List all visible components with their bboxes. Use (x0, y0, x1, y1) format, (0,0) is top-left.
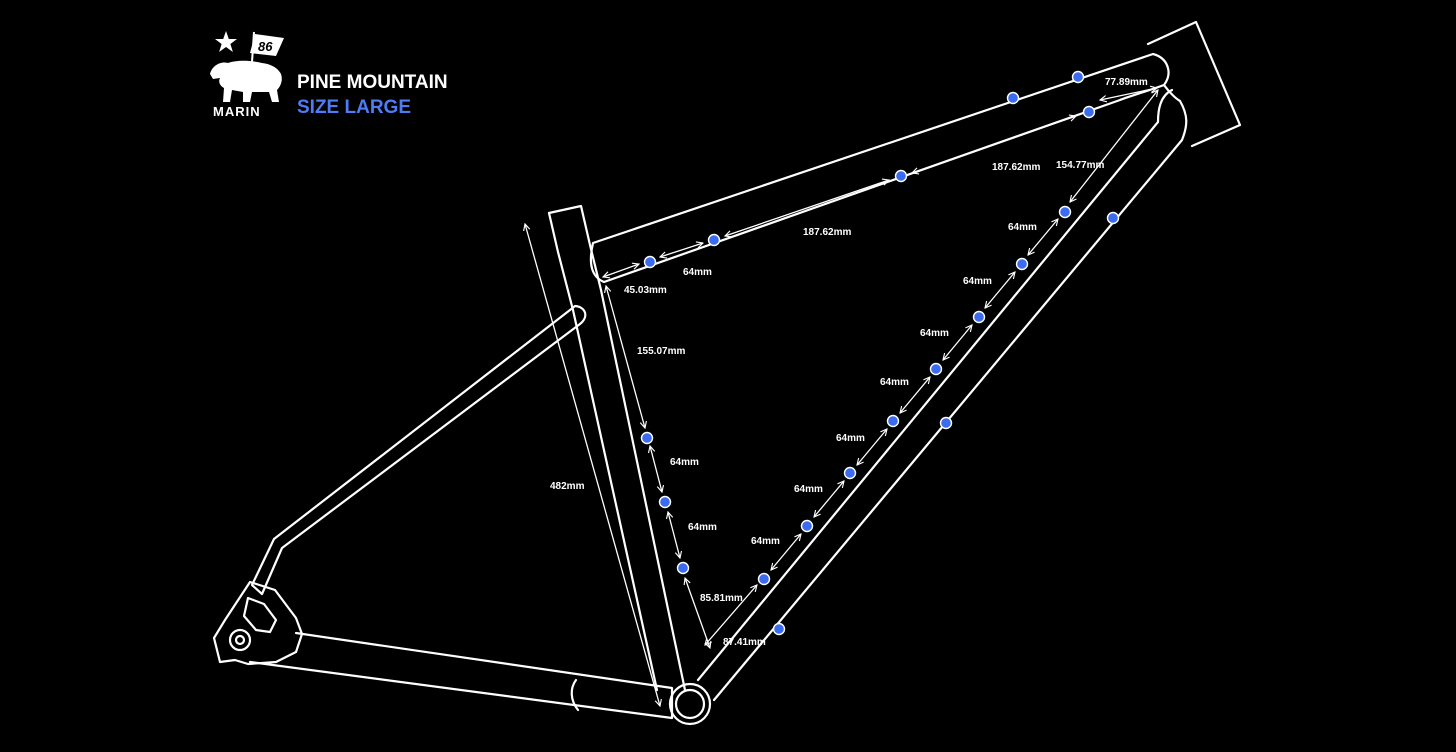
model-name: PINE MOUNTAIN (297, 72, 448, 93)
dropout-axle-hole (228, 628, 252, 652)
mount-point (800, 519, 814, 533)
bottom-bracket-shell (668, 682, 712, 726)
down-tube-inner (696, 88, 1174, 682)
arrow-down-tube-top (1070, 90, 1158, 202)
bottom-bracket-inner (674, 688, 706, 720)
label-down-tube-spacing-4: 64mm (880, 377, 909, 388)
label-seat-tube-spacing-1: 64mm (670, 457, 699, 468)
head-tube (1146, 20, 1242, 148)
mount-point (1071, 70, 1085, 84)
mount-point (894, 169, 908, 183)
logo-wordmark: MARIN (213, 104, 261, 119)
mount-point (1058, 205, 1072, 219)
label-top-tube-outer: 77.89mm (1105, 77, 1148, 88)
arrow-down-tube-bottom (705, 585, 757, 645)
arrow-down-tube-spacing-6 (814, 481, 844, 517)
marin-logo: 86 MARIN (210, 31, 284, 119)
arrow-down-tube-spacing-5 (857, 429, 887, 465)
label-down-tube-spacing-2: 64mm (963, 276, 992, 287)
chain-stay (248, 631, 674, 720)
arrow-down-tube-spacing-4 (900, 377, 930, 413)
measurement-labels: 77.89mm 187.62mm 154.77mm 187.62mm 64mm … (550, 77, 1148, 648)
arrow-seat-tube-spacing-2 (668, 512, 680, 558)
label-down-tube-spacing-6: 64mm (794, 484, 823, 495)
label-down-tube-spacing-3: 64mm (920, 328, 949, 339)
mount-point (1106, 211, 1120, 225)
mount-point (707, 233, 721, 247)
label-down-tube-top: 154.77mm (1056, 160, 1104, 171)
mount-points (640, 70, 1120, 636)
derailleur-hanger (242, 596, 278, 634)
arrow-top-tube-spacing (660, 243, 703, 257)
arrow-down-tube-spacing-1 (1028, 219, 1058, 255)
mount-point (843, 466, 857, 480)
seat-tube (547, 204, 687, 692)
mount-point (886, 414, 900, 428)
label-top-tube-inner-right: 187.62mm (992, 162, 1040, 173)
mount-point (929, 362, 943, 376)
mount-point (640, 431, 654, 445)
label-down-tube-spacing-7: 64mm (751, 536, 780, 547)
arrow-seat-tube-bottom (685, 578, 710, 648)
mount-point (1015, 257, 1029, 271)
mount-point (1006, 91, 1020, 105)
arrow-top-tube-outer (1100, 88, 1157, 100)
label-down-tube-spacing-1: 64mm (1008, 222, 1037, 233)
arrow-down-tube-spacing-7 (771, 534, 801, 570)
label-down-tube-spacing-5: 64mm (836, 433, 865, 444)
arrow-seat-tube-spacing-1 (650, 446, 662, 492)
label-seat-tube-length: 482mm (550, 481, 585, 492)
bear-icon (210, 60, 282, 102)
label-seat-tube-bottom: 85.81mm (700, 593, 743, 604)
label-down-tube-bottom: 87.41mm (723, 637, 766, 648)
arrow-seat-tube-top (606, 286, 645, 428)
arrow-down-tube-spacing-2 (985, 272, 1015, 308)
seat-stay (250, 304, 587, 596)
dimension-arrows (525, 88, 1158, 706)
dropout-axle-inner (234, 634, 246, 646)
label-seat-tube-top: 155.07mm (637, 346, 685, 357)
label-seat-tube-spacing-2: 64mm (688, 522, 717, 533)
label-top-tube-inner-left: 187.62mm (803, 227, 851, 238)
flag-86-icon: 86 (250, 31, 284, 63)
logo-number: 86 (258, 39, 273, 54)
mount-point (658, 495, 672, 509)
rear-dropout (212, 580, 304, 666)
label-top-tube-rear: 45.03mm (624, 285, 667, 296)
label-top-tube-spacing: 64mm (683, 267, 712, 278)
star-icon (215, 31, 237, 52)
mount-point (643, 255, 657, 269)
mount-point (772, 622, 786, 636)
mount-point (1082, 105, 1096, 119)
mount-point (972, 310, 986, 324)
size-label: SIZE LARGE (297, 97, 411, 118)
mount-point (757, 572, 771, 586)
mount-point (676, 561, 690, 575)
arrow-top-tube-inner-left (725, 180, 889, 236)
arrow-top-tube-inner-right (912, 116, 1076, 173)
arrow-seat-tube-length (525, 224, 660, 706)
arrow-down-tube-spacing-3 (943, 325, 972, 360)
mount-point (939, 416, 953, 430)
